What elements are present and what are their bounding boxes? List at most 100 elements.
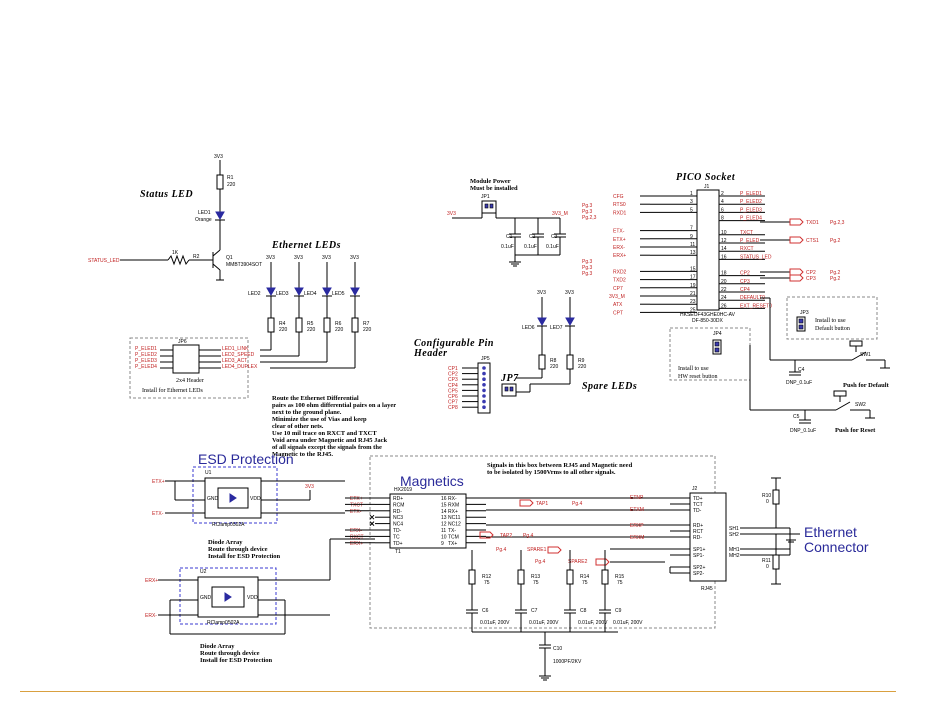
esd-section: ESD Protection U1 GND VDD RClamp0502A ET…: [145, 451, 375, 664]
rj-pin-10: SP2-: [693, 571, 704, 577]
resistor-r15: [601, 569, 609, 585]
spare-rail-2: 3V3: [565, 290, 574, 296]
r11-val: 0: [766, 564, 769, 570]
resistor-r9: [566, 354, 574, 370]
resistor-r8: [538, 354, 546, 370]
pico-right-net-7: RXCT: [740, 246, 754, 252]
jp4-jumper: [712, 339, 722, 355]
routing-note-4: Minimize the use of Vias and keep: [272, 416, 367, 423]
routing-note-7: Void area under Magnetic and RJ45 Jack: [272, 437, 387, 444]
j2-ref: J2: [692, 486, 698, 492]
pico-right-net-8: STATUS_LED: [740, 254, 772, 260]
pico-left-net-2: RTS0: [613, 202, 626, 208]
rj-mh1: MH1: [729, 547, 740, 553]
mag-right-pin-4: NC11: [448, 515, 461, 521]
resistor-r1: [216, 174, 224, 190]
ethernet-leds-title: Ethernet LEDs: [271, 240, 341, 251]
jp3-jumper: [796, 316, 806, 332]
rj45-section: J2 RJ45 TD+TCTTD-RD+RCTRD-SP1+SP1-SP2+SP…: [610, 477, 869, 592]
rj-mh2: MH2: [729, 553, 740, 559]
pico-right-pin-8: 16: [721, 254, 727, 260]
cfg-net-1: CP1: [448, 366, 458, 372]
pico-right-pin-1: 2: [721, 191, 724, 197]
status-led-net: STATUS_LED: [88, 258, 120, 264]
eth-led-rail-1: 3V3: [266, 255, 275, 261]
esd-rail: 3V3: [305, 484, 314, 490]
spare-leds-title: Spare LEDs: [582, 381, 637, 392]
pico-left-net-8: RXD2: [613, 269, 627, 275]
pico-right-pin-2: 4: [721, 199, 724, 205]
reset-default-section: JP3 Install to use Default button JP4 In…: [669, 296, 890, 434]
u2-vdd: VDD: [247, 595, 258, 601]
status-led-section: Status LED 3V3 R1 220 LED1 Orange Q1 MMB…: [88, 154, 262, 281]
led1-icon: [215, 211, 225, 221]
pico-socket-title: PICO Socket: [676, 172, 736, 183]
cfg-pin-3: [482, 377, 486, 382]
mag-right-pin-8: TX+: [448, 541, 457, 547]
eth-led-ref-3: LED4: [304, 291, 317, 297]
jp6-part: 2x4 Header: [176, 378, 204, 384]
ethernet-connector-label-1: Ethernet: [804, 524, 857, 540]
module-power-left-rail: 3V3: [447, 211, 456, 217]
jp1-ref: JP1: [481, 194, 490, 200]
pico-left-net-12: ATX: [613, 302, 623, 308]
pico-right-pin-11: 22: [721, 287, 727, 293]
u1-net-2: ETX-: [152, 511, 164, 517]
ethernet-leds-section: Ethernet LEDs 3V3LED2R42203V3LED3R52203V…: [129, 240, 372, 399]
pico-socket-sub: DF-850-30DX: [692, 318, 724, 324]
mag-left-pin-7: TC: [393, 534, 400, 540]
cts1-page: Pg.2: [830, 238, 841, 244]
mag-right-pin-7: TCM: [448, 534, 459, 540]
mag-right-pinnum-5: 12: [441, 522, 447, 528]
cts1-net: CTS1: [806, 238, 819, 244]
rj-pin-6: RD-: [693, 535, 702, 541]
rj-pin-8: SP1-: [693, 553, 704, 559]
pico-left-pin-6: 11: [690, 242, 695, 248]
esd-note2-1: Diode Array: [200, 643, 235, 650]
spare2-label: SPARE2: [568, 559, 588, 565]
c10-val: 1000PF/2KV: [553, 659, 582, 665]
r8-ref: R8: [550, 358, 557, 364]
mag-left-pin-6: TD-: [393, 528, 402, 534]
r11-ref: R11: [762, 558, 771, 564]
mag-right-pin-3: RX+: [448, 509, 458, 515]
esd-note1-3: Install for ESD Protection: [208, 553, 281, 560]
routing-note-3: next to the ground plane.: [272, 409, 342, 416]
pico-socket-ref: J1: [704, 184, 710, 190]
esd-note2-2: Route through device: [200, 650, 260, 657]
led6-icon: [537, 317, 547, 327]
pico-left-pin-12: 23: [690, 299, 696, 305]
pico-left-pin-2: 3: [690, 199, 693, 205]
r9-ref: R9: [578, 358, 585, 364]
cfg-pin-5: [482, 388, 486, 393]
pico-right-net-5: TXCT: [740, 230, 753, 236]
mag-cap-ref-1: C6: [482, 608, 489, 614]
cfg-pin-6: [482, 394, 486, 398]
eth-led-rail-3: 3V3: [322, 255, 331, 261]
esd-note2-3: Install for ESD Protection: [200, 657, 273, 664]
cp3-net: CP3: [806, 276, 816, 282]
mag-left-net-2: TXCT: [350, 502, 363, 508]
rj-net-3: ERXP: [630, 523, 644, 529]
tap2-label: TAP2: [500, 533, 512, 539]
routing-note-9: Magnetic to the RJ45.: [272, 451, 333, 458]
c4-val: DNP_0.1uF: [786, 380, 812, 386]
jp6-left-net-2: P_ELED2: [135, 352, 157, 358]
pico-right-net-3: P_ELED3: [740, 207, 762, 213]
pico-left-net-13: CPT: [613, 310, 623, 316]
t1-part: HX2019: [394, 487, 412, 493]
jp4-note-2: HW reset button: [678, 374, 718, 380]
cfg-pin-2: [482, 371, 486, 376]
mag-res-ref-1: R12: [482, 574, 491, 580]
pico-socket-part: HKSEOF43GHE0HC-AV: [680, 312, 736, 318]
resistor-r7: [351, 317, 359, 333]
c1-ref: C1: [506, 234, 513, 240]
pico-right-pin-12: 24: [721, 295, 727, 301]
u2-gnd: GND: [200, 595, 212, 601]
cfg-pin-1: [482, 366, 486, 370]
cp2-net: CP2: [806, 270, 816, 276]
module-power-title-1: Module Power: [470, 178, 511, 185]
pico-right-net-12: DEFAULT0: [740, 295, 765, 301]
u2-net-2: ERX-: [145, 613, 157, 619]
pico-page-5: Pg.3: [582, 265, 593, 271]
